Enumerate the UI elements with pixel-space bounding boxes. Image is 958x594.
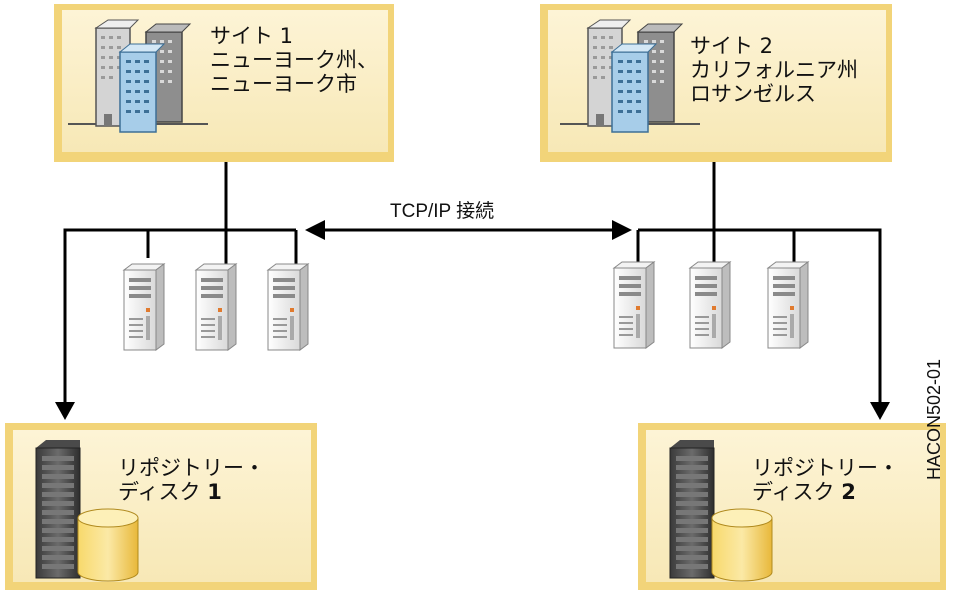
server-icon xyxy=(195,263,237,351)
disk1-title: リポジトリー・ xyxy=(118,456,265,480)
disk1-subtitle-text: ディスク xyxy=(118,480,201,504)
site1-title: サイト 1 xyxy=(210,24,294,48)
arrowhead-down-left xyxy=(55,402,75,420)
server-icon xyxy=(613,261,655,349)
site2-title: サイト 2 xyxy=(690,34,774,58)
disk2-title: リポジトリー・ xyxy=(752,456,899,480)
disk2-subtitle: ディスク 2 xyxy=(752,480,899,504)
site1-city: ニューヨーク市 xyxy=(210,72,357,96)
disk1-label: リポジトリー・ ディスク 1 xyxy=(118,456,265,504)
disk2-subtitle-text: ディスク xyxy=(752,480,835,504)
site2-network-lines xyxy=(636,162,882,402)
site1-label: サイト 1 ニューヨーク州、 ニューヨーク市 xyxy=(210,24,378,96)
server-icon xyxy=(767,261,809,349)
server-icon xyxy=(267,263,309,351)
site2-label: サイト 2 カリフォルニア州 ロサンゼルス xyxy=(690,34,858,106)
disk2-label: リポジトリー・ ディスク 2 xyxy=(752,456,899,504)
site1-state: ニューヨーク州、 xyxy=(210,48,378,72)
disk1-number: 1 xyxy=(207,480,222,504)
tcpip-connection-label: TCP/IP 接続 xyxy=(390,201,495,222)
site2-city: ロサンゼルス xyxy=(690,82,816,106)
server-icon xyxy=(123,263,165,351)
figure-id: HACON502-01 xyxy=(924,358,944,480)
disk1-subtitle: ディスク 1 xyxy=(118,480,265,504)
server-icon xyxy=(689,261,731,349)
disk2-number: 2 xyxy=(841,480,856,504)
arrowhead-down-right xyxy=(870,402,890,420)
site2-state: カリフォルニア州 xyxy=(690,58,858,82)
site1-network-lines xyxy=(63,162,298,402)
tcpip-connection-arrow xyxy=(305,220,632,240)
